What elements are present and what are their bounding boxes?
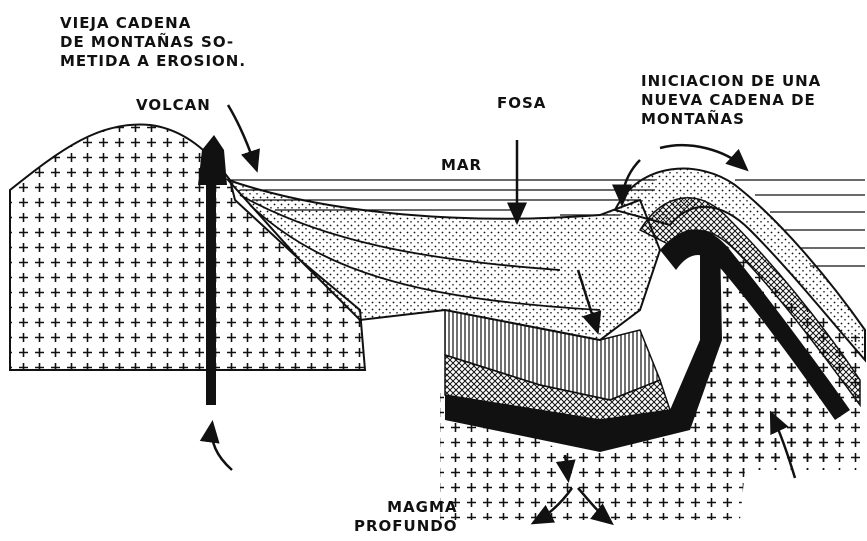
trench-label: FOSA (497, 94, 546, 113)
new-range-line-1: INICIACION DE UNA (641, 72, 821, 91)
magma-label: MAGMA PROFUNDO (354, 498, 457, 536)
volcano-label: VOLCAN (136, 96, 211, 115)
volcano-up-arrow (212, 425, 232, 470)
new-range-arrow-right (660, 145, 745, 168)
magma-line-1: MAGMA (354, 498, 457, 517)
old-range-line-2: DE MONTAÑAS SO- (60, 33, 246, 52)
sea-label: MAR (441, 156, 482, 175)
erosion-arrow (228, 105, 256, 168)
new-range-label: INICIACION DE UNA NUEVA CADENA DE MONTAÑ… (641, 72, 821, 129)
old-range-line-3: METIDA A EROSION. (60, 52, 246, 71)
old-range-label: VIEJA CADENA DE MONTAÑAS SO- METIDA A ER… (60, 14, 246, 71)
new-range-line-2: NUEVA CADENA DE (641, 91, 821, 110)
new-range-line-3: MONTAÑAS (641, 110, 821, 129)
magma-line-2: PROFUNDO (354, 517, 457, 536)
old-range-line-1: VIEJA CADENA (60, 14, 246, 33)
